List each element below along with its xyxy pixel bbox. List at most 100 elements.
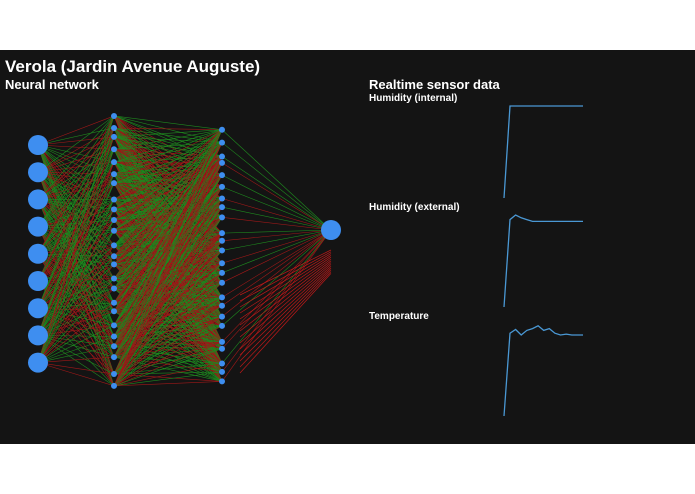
connection-line	[113, 182, 223, 199]
neuron-node	[111, 112, 117, 119]
connection-line	[37, 149, 115, 363]
connection-line	[113, 129, 223, 303]
connection-line	[37, 278, 115, 309]
connection-line	[37, 183, 115, 363]
connection-line	[113, 129, 223, 150]
connection-line	[113, 156, 223, 246]
connection-line	[113, 316, 223, 375]
neuron-node	[28, 189, 48, 210]
connection-line	[113, 129, 223, 232]
connection-line	[113, 162, 223, 386]
connection-line	[113, 156, 223, 337]
neuron-node	[219, 378, 225, 385]
connection-line	[221, 206, 332, 231]
connection-line	[221, 229, 332, 234]
connection-line	[37, 161, 115, 173]
neuron-node	[219, 360, 225, 367]
network-nodes	[28, 112, 341, 389]
connection-line	[37, 173, 115, 255]
neuron-node	[111, 382, 117, 389]
neuron-node	[111, 343, 117, 350]
connection-line	[113, 142, 223, 175]
connection-line	[239, 269, 332, 362]
connection-line	[37, 278, 115, 363]
connection-line	[113, 115, 223, 157]
neuron-node	[219, 139, 225, 146]
connection-line	[37, 149, 115, 282]
connection-line	[113, 129, 223, 257]
connection-line	[113, 198, 223, 337]
connection-line	[113, 142, 223, 163]
neuron-node	[219, 345, 225, 352]
connection-line	[37, 362, 115, 375]
connection-line	[37, 115, 115, 173]
connection-line	[113, 206, 223, 386]
connection-line	[37, 173, 115, 200]
connection-line	[37, 127, 115, 200]
connection-line	[221, 229, 332, 251]
connection-line	[113, 182, 223, 208]
sensor-label-humidity-internal: Humidity (internal)	[369, 93, 458, 104]
connection-line	[113, 263, 223, 387]
connection-line	[113, 129, 223, 175]
connection-line	[221, 198, 332, 231]
neuron-node	[219, 183, 225, 190]
connection-line	[113, 129, 223, 279]
sensor-label-temperature: Temperature	[369, 311, 429, 322]
connection-line	[113, 129, 223, 221]
connection-line	[221, 174, 332, 231]
connection-line	[113, 305, 223, 387]
connection-line	[37, 325, 115, 336]
connection-line	[37, 311, 115, 363]
neuron-node	[219, 195, 225, 202]
neuron-node	[219, 322, 225, 329]
connection-line	[113, 371, 223, 375]
sensor-charts	[503, 105, 583, 417]
connection-line	[37, 173, 115, 336]
neuron-node	[111, 146, 117, 153]
connection-line	[113, 219, 223, 264]
connection-line	[37, 115, 115, 146]
connection-line	[37, 144, 115, 163]
connection-line	[113, 348, 223, 375]
neuron-node	[111, 216, 117, 223]
connection-line	[37, 161, 115, 254]
connection-line	[37, 245, 115, 309]
connection-line	[221, 217, 332, 231]
connection-line	[37, 115, 115, 282]
connection-line	[113, 206, 223, 375]
connection-line	[37, 209, 115, 363]
connection-line	[37, 161, 115, 336]
connection-line	[113, 219, 223, 349]
connection-line	[37, 219, 115, 336]
connection-line	[37, 127, 115, 363]
connection-line	[113, 136, 223, 157]
connection-line	[221, 229, 332, 382]
neuron-node	[219, 313, 225, 320]
sensor-data-heading: Realtime sensor data	[369, 77, 500, 92]
connection-line	[37, 307, 115, 326]
connection-line	[37, 302, 115, 363]
neuron-node	[219, 204, 225, 211]
connection-line	[113, 348, 223, 387]
connection-line	[113, 129, 223, 312]
neuron-node	[28, 135, 48, 155]
connection-line	[37, 226, 115, 303]
neural-network-graph	[28, 112, 341, 389]
connection-line	[37, 149, 115, 309]
connection-line	[37, 127, 115, 254]
connection-line	[37, 226, 115, 289]
connection-line	[37, 253, 115, 304]
connection-line	[37, 149, 115, 336]
neuron-node	[111, 322, 117, 329]
neuron-node	[111, 308, 117, 315]
connection-line	[113, 129, 223, 246]
connection-line	[113, 142, 223, 210]
neuron-node	[28, 325, 48, 346]
connection-line	[113, 217, 223, 386]
connection-line	[221, 162, 332, 231]
connection-line	[113, 198, 223, 358]
connection-line	[37, 219, 115, 363]
connection-line	[113, 162, 223, 265]
connection-line	[37, 136, 115, 309]
